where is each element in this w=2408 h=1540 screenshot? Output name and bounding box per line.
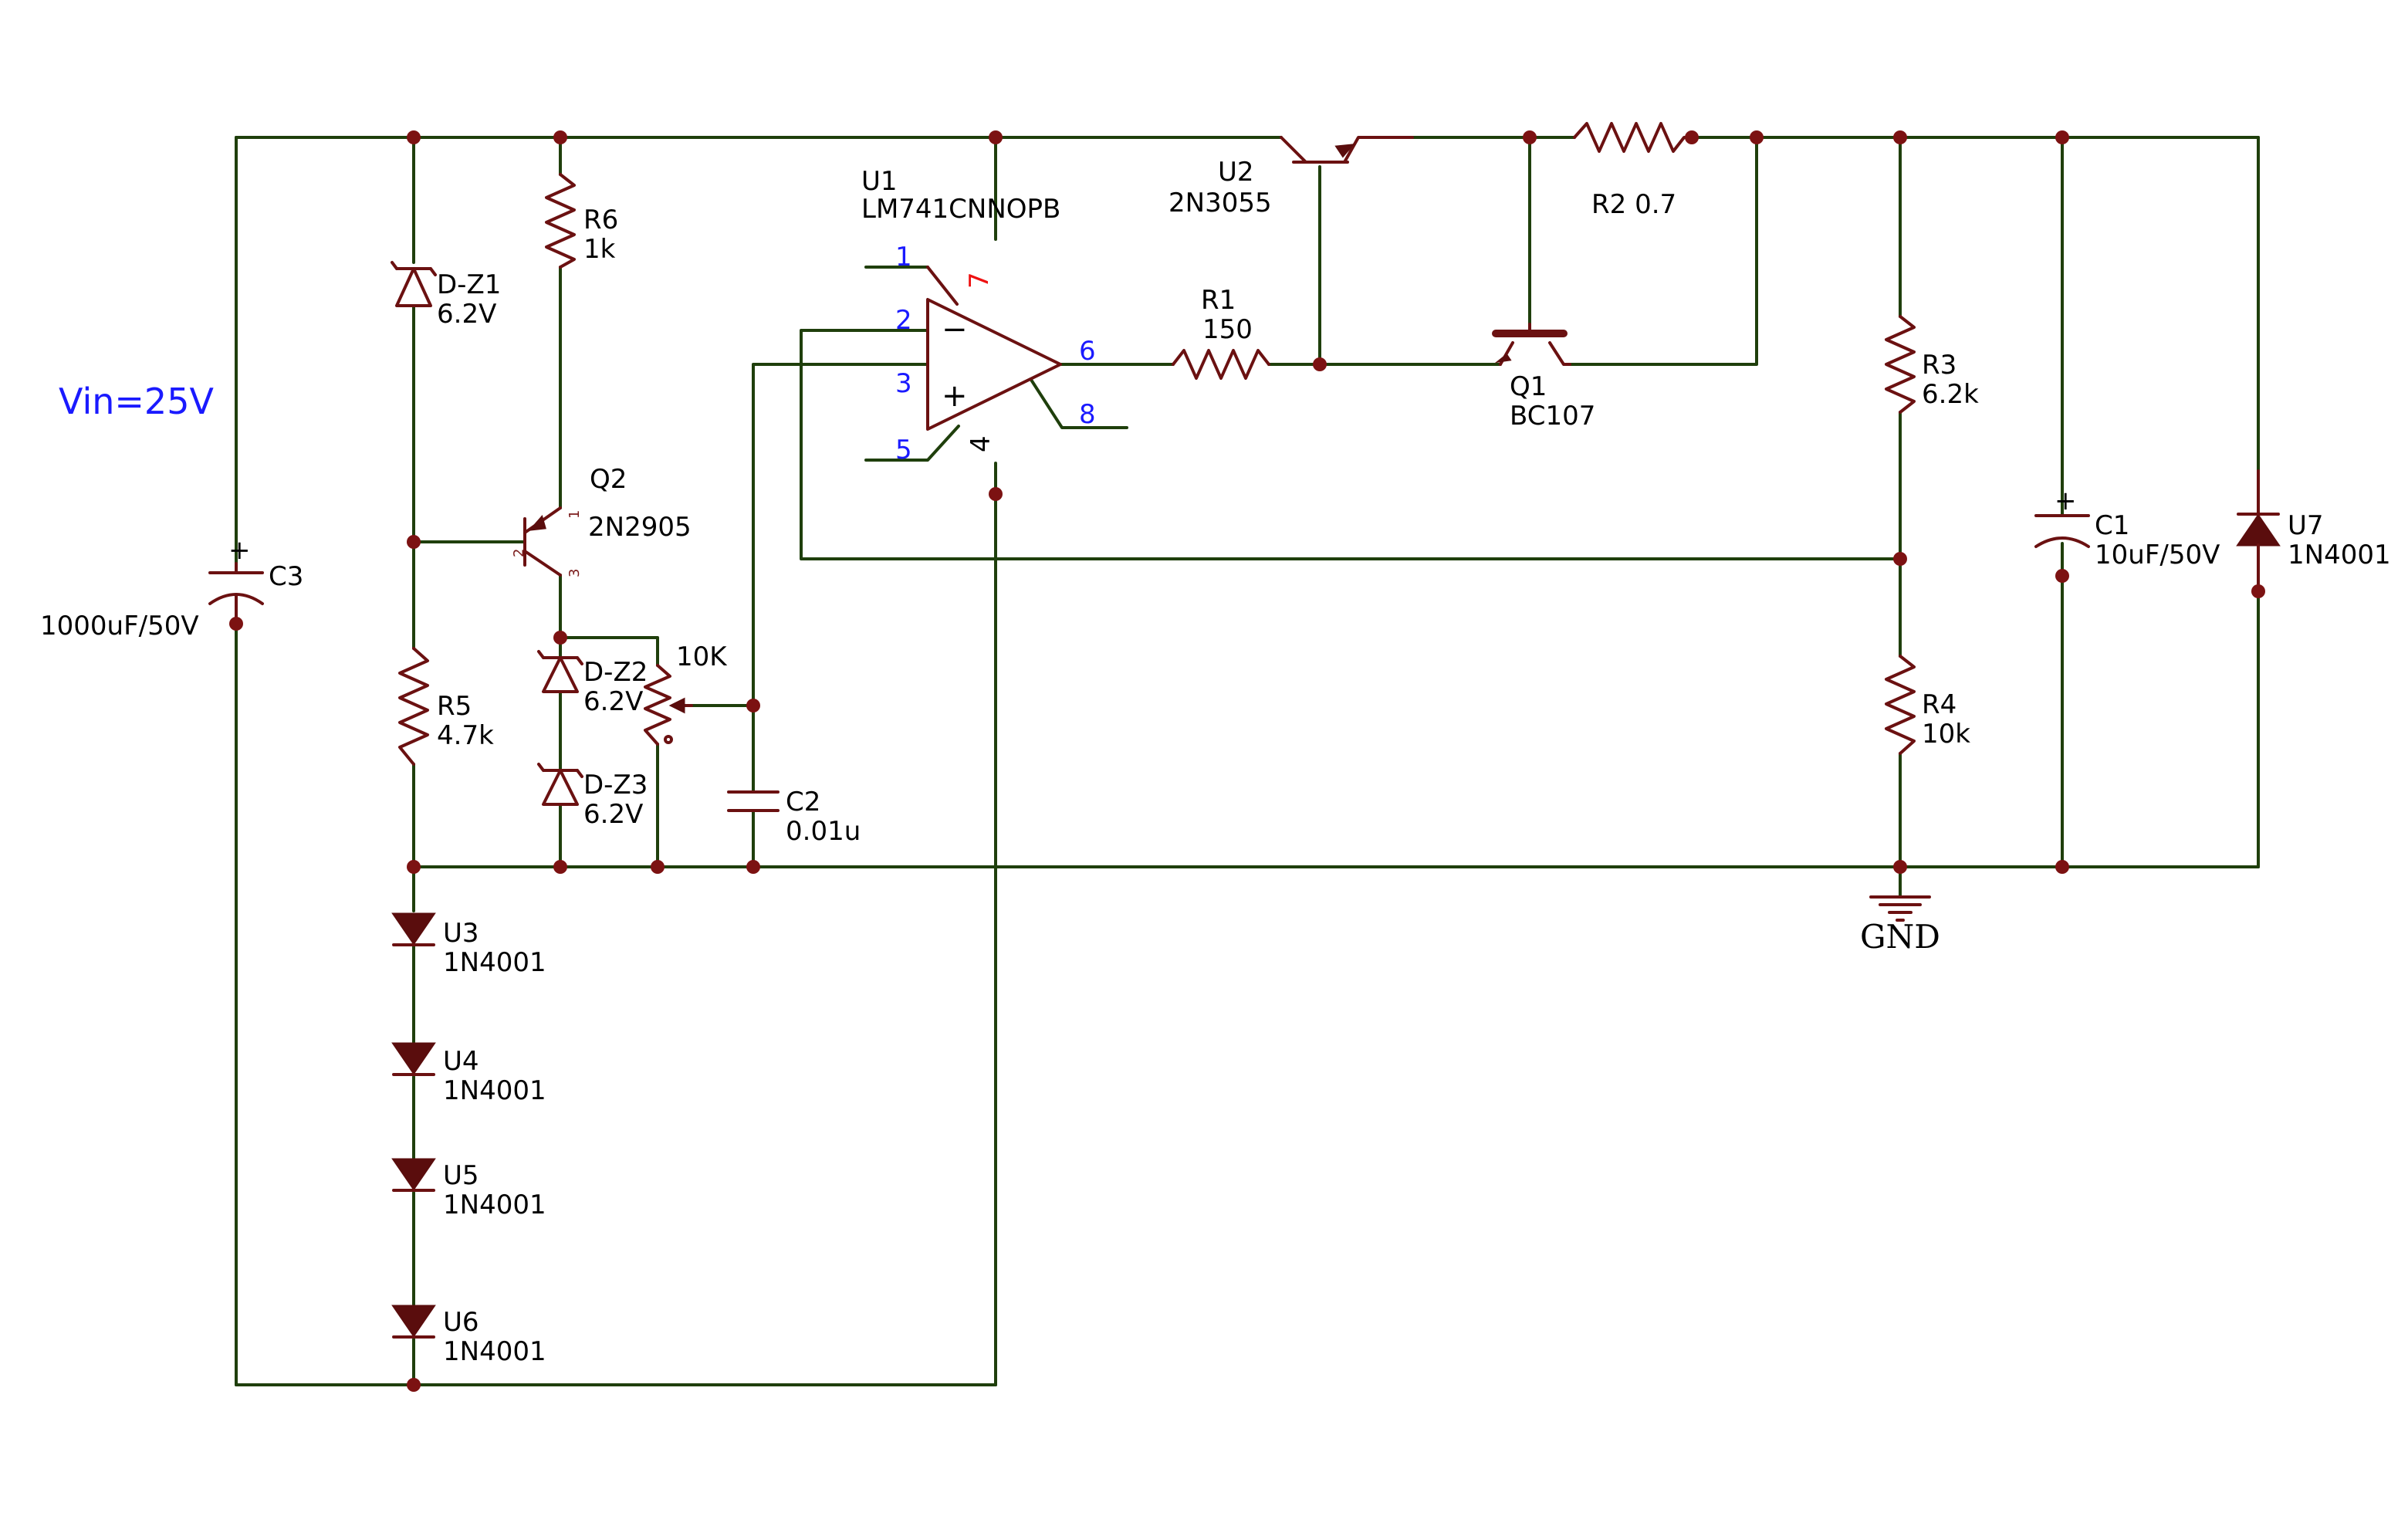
c3-ref: C3: [269, 561, 303, 592]
u2-ref: U2: [1218, 157, 1254, 188]
pot-value: 10K: [676, 641, 728, 672]
q2-pin3: 3: [566, 569, 583, 577]
potentiometer-10k: [644, 664, 693, 746]
u6-value: 1N4001: [443, 1336, 546, 1367]
r6-value: 1k: [583, 234, 616, 265]
q2-pin1: 1: [566, 510, 583, 519]
wire-u1-pin5: [864, 425, 960, 462]
u3-value: 1N4001: [443, 947, 546, 978]
u1-pin1: 1: [895, 242, 912, 272]
c1-value: 10uF/50V: [2095, 540, 2220, 570]
resistor-r4: [1885, 655, 1916, 755]
diode-u6: [391, 1305, 436, 1339]
vin-label: Vin=25V: [59, 381, 214, 422]
transistor-q2: [523, 506, 562, 577]
u5-value: 1N4001: [443, 1190, 546, 1220]
u1-pin4: 4: [966, 435, 996, 452]
u6-ref: U6: [443, 1307, 479, 1338]
u1-pin2: 2: [895, 305, 912, 336]
wire-pot-top: [559, 636, 659, 667]
resistor-r3: [1885, 315, 1916, 414]
u1-ref: U1: [861, 166, 898, 197]
u1-plus-sign: +: [942, 378, 968, 414]
dz1-value: 6.2V: [437, 299, 496, 330]
q1-value: BC107: [1510, 401, 1595, 432]
dz1-ref: D-Z1: [437, 269, 501, 300]
resistor-r5: [398, 647, 429, 766]
capacitor-c2: [727, 790, 780, 812]
capacitor-c3: [208, 562, 264, 625]
u1-pin5: 5: [895, 435, 912, 465]
u5-ref: U5: [443, 1160, 479, 1191]
wire-noninv-feed: [752, 363, 867, 707]
dz3-ref: D-Z3: [583, 770, 648, 800]
c3-polarity: +: [228, 535, 251, 566]
r2-label: R2 0.7: [1591, 189, 1676, 220]
c2-ref: C2: [786, 787, 820, 817]
u1-minus-sign: −: [942, 312, 968, 347]
diode-u5: [391, 1158, 436, 1192]
transistor-q1: [1492, 323, 1571, 366]
transistor-u2: [1280, 136, 1414, 164]
u1-pin6: 6: [1079, 336, 1096, 367]
r4-value: 10k: [1922, 719, 1970, 750]
wires: [235, 136, 2260, 1386]
zener-dz3: [537, 763, 583, 806]
q1-ref: Q1: [1510, 371, 1547, 402]
c2-value: 0.01u: [786, 816, 861, 847]
r6-ref: R6: [583, 205, 618, 235]
zener-dz1: [391, 261, 437, 307]
diode-u3: [391, 912, 436, 946]
resistor-r6: [545, 173, 576, 269]
u2-value: 2N3055: [1168, 188, 1272, 218]
wire-feedback: [800, 329, 1902, 560]
c1-polarity: +: [2055, 486, 2077, 516]
opamp-u1: [926, 266, 1062, 431]
u4-value: 1N4001: [443, 1075, 546, 1106]
junctions: [229, 130, 2265, 1392]
wire-u1-pin8: [1030, 378, 1128, 429]
ground-symbol: [1869, 895, 1931, 922]
capacitor-c1: [2034, 514, 2090, 548]
dz2-value: 6.2V: [583, 686, 643, 717]
r3-ref: R3: [1922, 350, 1956, 381]
q2-value: 2N2905: [588, 512, 692, 543]
dz3-value: 6.2V: [583, 799, 643, 830]
resistor-r2: [1573, 122, 1693, 153]
wire-q1-emitter: [1568, 136, 1758, 366]
u1-pin7: 7: [964, 272, 995, 289]
zener-dz2: [537, 650, 583, 693]
u3-ref: U3: [443, 918, 479, 949]
r1-ref: R1: [1201, 285, 1236, 316]
u4-ref: U4: [443, 1046, 479, 1077]
u1-pin8: 8: [1079, 399, 1096, 430]
diode-u7: [2236, 469, 2281, 593]
r4-ref: R4: [1922, 689, 1956, 720]
u1-pin3: 3: [895, 368, 912, 399]
resistor-r1: [1172, 349, 1270, 380]
r5-ref: R5: [437, 691, 472, 722]
q2-pin2: 2: [511, 549, 527, 557]
q2-ref: Q2: [590, 464, 627, 495]
diode-u4: [391, 1042, 436, 1076]
u7-value: 1N4001: [2288, 540, 2391, 570]
c1-ref: C1: [2095, 510, 2129, 541]
dz2-ref: D-Z2: [583, 657, 648, 688]
r5-value: 4.7k: [437, 720, 494, 751]
u7-ref: U7: [2288, 510, 2324, 541]
u1-value: LM741CNNOPB: [861, 194, 1060, 225]
c3-value: 1000uF/50V: [40, 611, 199, 641]
r1-value: 150: [1202, 314, 1253, 345]
ground-label: GND: [1860, 918, 1940, 956]
r3-value: 6.2k: [1922, 379, 1979, 410]
